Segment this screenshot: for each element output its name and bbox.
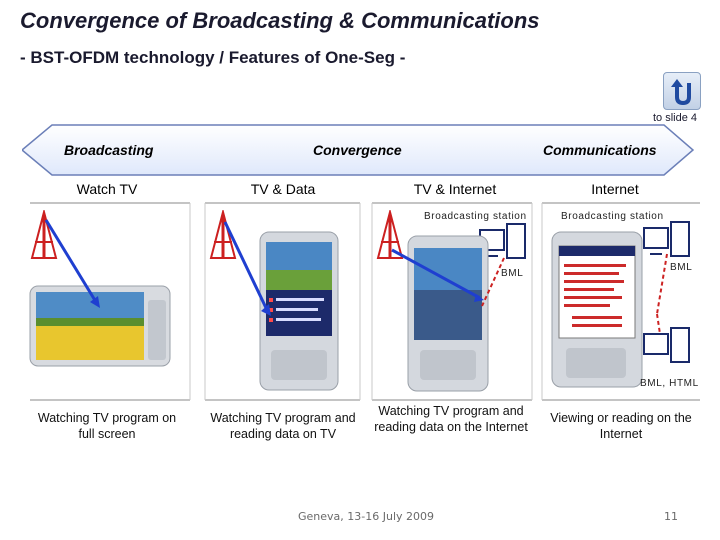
server-computer-icon — [643, 221, 690, 257]
caption-tv-internet: Watching TV program and reading data on … — [374, 404, 528, 434]
column-heading-watch-tv: Watch TV — [76, 181, 138, 197]
convergence-label: Convergence — [313, 142, 402, 158]
broadcast-tower-icon — [376, 210, 404, 259]
u-turn-arrow-icon — [671, 79, 691, 106]
tower-label-tv-internet: Broadcasting station — [424, 211, 527, 222]
bml-label-internet: BML — [670, 262, 693, 273]
slide-subtitle: - BST-OFDM technology / Features of One-… — [20, 48, 406, 67]
broadcast-tower-icon — [209, 210, 237, 259]
tv-data-phone-image — [209, 210, 339, 391]
to-slide-link[interactable]: to slide 4 — [652, 112, 698, 124]
bml-html-label: BML, HTML — [640, 378, 699, 389]
landscape-phone-image — [29, 210, 171, 367]
caption-tv-data: Watching TV program and reading data on … — [210, 411, 356, 441]
column-heading-internet: Internet — [591, 181, 639, 197]
broadcast-tower-icon — [30, 210, 58, 259]
broadcasting-label: Broadcasting — [64, 142, 154, 158]
spectrum-double-arrow — [22, 124, 694, 176]
caption-watch-tv: Watching TV program on full screen — [37, 411, 177, 441]
column-heading-tv-internet: TV & Internet — [413, 181, 497, 197]
server-computer-icon — [643, 327, 690, 363]
footer-event: Geneva, 13-16 July 2009 — [298, 510, 435, 523]
column-heading-tv-data: TV & Data — [250, 181, 316, 197]
slide-title: Convergence of Broadcasting & Communicat… — [20, 8, 540, 33]
return-arrow-button[interactable] — [663, 72, 701, 110]
communications-label: Communications — [543, 142, 657, 158]
bml-label-tv-internet: BML — [501, 268, 524, 279]
tv-internet-phone-image — [376, 210, 526, 392]
internet-phone-image — [551, 221, 690, 388]
caption-internet: Viewing or reading on the Internet — [550, 411, 692, 441]
page-number: 11 — [664, 510, 678, 523]
tower-label-internet: Broadcasting station — [561, 211, 664, 222]
